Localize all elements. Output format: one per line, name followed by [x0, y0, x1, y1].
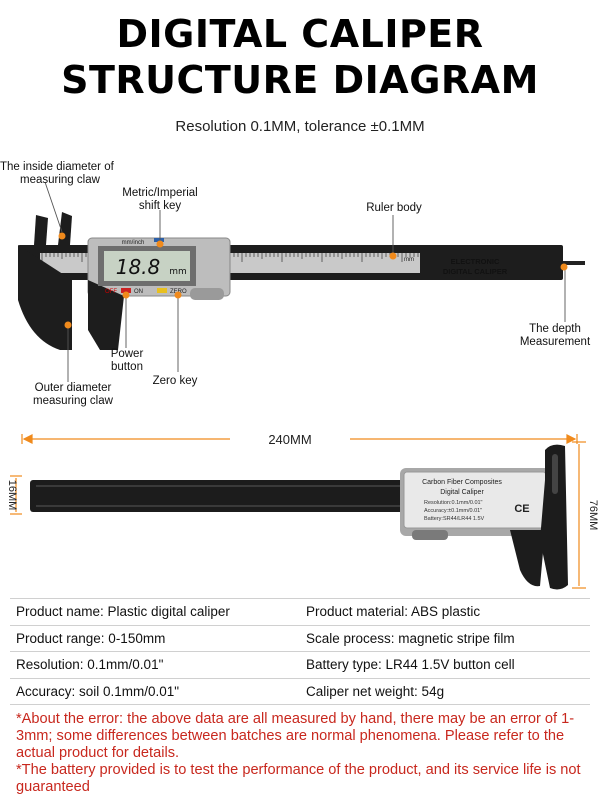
spec-cell: Caliper net weight: 54g: [300, 678, 590, 705]
spec-cell: Scale process: magnetic stripe film: [300, 625, 590, 652]
label-line3: Resolution:0.1mm/0.01": [424, 500, 483, 506]
subtitle: Resolution 0.1MM, tolerance ±0.1MM: [175, 118, 425, 135]
outer-jaw-fixed: [18, 245, 72, 350]
note-battery: *The battery provided is to test the per…: [16, 762, 581, 795]
spec-cell: Product material: ABS plastic: [300, 598, 590, 626]
label-line5: Battery:SR44/LR44 1.5V: [424, 516, 485, 522]
table-row: Product name: Plastic digital caliper Pr…: [10, 598, 590, 626]
caliper-diagram: 18.8 mm mm/inch OFF ON ZERO ELECTRONIC D…: [18, 181, 585, 382]
page-title-line1: DIGITAL CALIPER: [116, 12, 484, 56]
ce-mark: CE: [514, 503, 529, 515]
table-row: Accuracy: soil 0.1mm/0.01" Caliper net w…: [10, 678, 590, 705]
dim-height-left: 16MM: [6, 480, 18, 511]
dim-length: 240MM: [268, 432, 311, 447]
zero-button: [157, 288, 167, 293]
dim-height-right: 76MM: [587, 500, 599, 531]
spec-cell: Product name: Plastic digital caliper: [10, 598, 300, 626]
table-row: Product range: 0-150mm Scale process: ma…: [10, 625, 590, 652]
lcd-unit: mm: [169, 267, 187, 277]
spec-cell: Battery type: LR44 1.5V button cell: [300, 651, 590, 679]
spec-cell: Resolution: 0.1mm/0.01": [10, 651, 300, 679]
scale-unit: mm: [404, 257, 414, 263]
spec-cell: Product range: 0-150mm: [10, 625, 300, 652]
callout-dot-inside: [58, 232, 66, 240]
off-label: OFF: [105, 289, 117, 295]
outer-jaw-moving: [88, 280, 124, 350]
power-button: [121, 288, 131, 293]
callout-zero-key: Zero key: [152, 375, 198, 387]
label-line2: Digital Caliper: [440, 489, 484, 496]
callout-dot-depth: [560, 263, 568, 271]
lcd-readout: 18.8: [116, 255, 161, 279]
caliper-photo: 240MM 16MM 76MM Carbon Fiber Composites …: [6, 432, 599, 590]
on-label: ON: [134, 289, 143, 295]
brand-line2: DIGITAL CALIPER: [443, 267, 508, 276]
callout-dot-power: [122, 291, 130, 299]
bottom-thumb-wheel: [412, 530, 448, 540]
inner-jaw-fixed: [34, 215, 48, 245]
spec-table: Product name: Plastic digital caliper Pr…: [10, 598, 590, 705]
thumb-wheel: [190, 288, 224, 300]
bottom-jaw-moving: [510, 530, 545, 587]
spec-cell: Accuracy: soil 0.1mm/0.01": [10, 678, 300, 705]
label-line4: Accuracy:±0.1mm/0.01": [424, 508, 482, 514]
table-row: Resolution: 0.1mm/0.01" Battery type: LR…: [10, 651, 590, 679]
brand-line1: ELECTRONIC: [451, 257, 500, 266]
note-error: *About the error: the above data are all…: [16, 711, 575, 761]
callout-dot-shift: [156, 240, 164, 248]
callout-dot-outer: [64, 321, 72, 329]
page-title-line2: STRUCTURE DIAGRAM: [61, 58, 539, 102]
callout-dot-ruler: [389, 252, 397, 260]
unit-switch-label: mm/inch: [122, 240, 145, 246]
lcd-screen: [104, 251, 190, 281]
bottom-jaw-fixed: [540, 444, 568, 590]
callout-dot-zero: [174, 291, 182, 299]
callout-ruler-body: Ruler body: [366, 202, 422, 214]
unit-switch-button: [154, 238, 164, 242]
label-line1: Carbon Fiber Composites: [422, 479, 502, 486]
